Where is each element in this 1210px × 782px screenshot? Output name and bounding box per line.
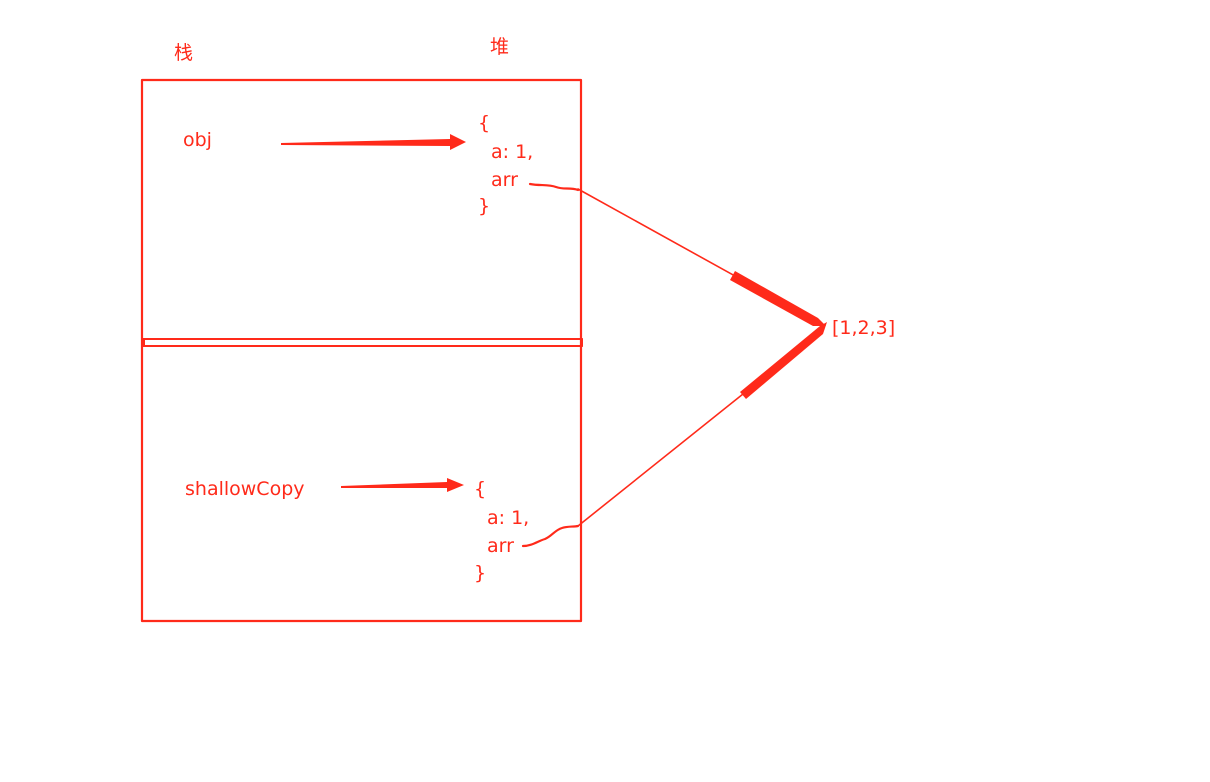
shallowcopy-variable-label: shallowCopy	[185, 478, 305, 500]
stack-frame-box	[140, 78, 583, 623]
shallowcopy-brace-open: {	[474, 478, 487, 500]
shallowcopy-prop-a: a: 1,	[487, 507, 530, 529]
obj-prop-arr: arr	[491, 169, 518, 191]
shallowcopy-pointer-arrow	[341, 478, 464, 492]
top-arr-squiggle	[528, 182, 580, 192]
obj-brace-close: }	[478, 195, 491, 217]
obj-brace-open: {	[478, 112, 491, 134]
obj-prop-a: a: 1,	[491, 141, 534, 163]
obj-variable-label: obj	[183, 129, 212, 151]
heap-label: 堆	[490, 36, 510, 58]
shared-array-label: [1,2,3]	[832, 317, 896, 339]
shallowcopy-brace-close: }	[474, 562, 487, 584]
top-reference-arrowhead	[730, 271, 826, 326]
bottom-arr-squiggle	[521, 524, 580, 548]
stack-label: 栈	[174, 42, 194, 64]
shallowcopy-prop-arr: arr	[487, 535, 514, 557]
obj-pointer-arrow	[281, 134, 466, 150]
bottom-reference-arrowhead	[740, 322, 827, 399]
